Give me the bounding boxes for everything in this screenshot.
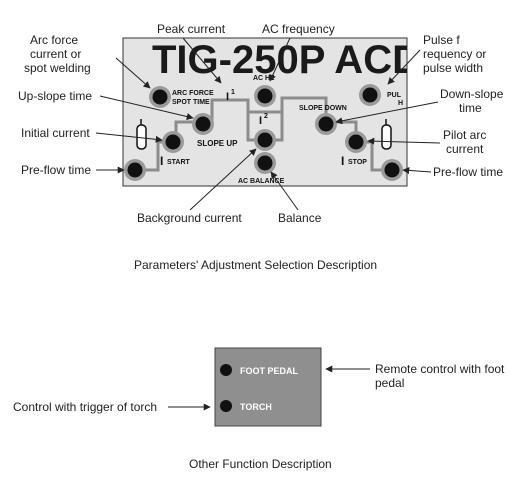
i2-panel-sup: 2 [264, 113, 268, 120]
istart-panel-label: I [160, 154, 163, 168]
istop-panel-sub: STOP [348, 159, 367, 166]
callout-initial-current: Initial current [21, 126, 90, 140]
background-current-knob[interactable] [254, 129, 276, 151]
ac-hz-panel-label: AC HZ [253, 75, 275, 82]
callout-pre-flow-right: Pre-flow time [433, 165, 503, 179]
i1-panel-label: I [226, 91, 229, 103]
callout-down-slope-2: time [459, 101, 482, 115]
istop-panel-label: I [341, 154, 344, 168]
up-slope-knob[interactable] [162, 131, 184, 153]
caption-parameters: Parameters' Adjustment Selection Descrip… [134, 258, 377, 272]
callout-arrows [95, 37, 441, 211]
model-name: TIG-250P ACDC [152, 38, 450, 82]
callout-peak-current: Peak current [157, 22, 226, 36]
pulse-knob[interactable] [359, 84, 381, 106]
torch-left-icon [136, 119, 147, 150]
pulse-panel-label-2: H [398, 100, 403, 107]
caption-other: Other Function Description [189, 457, 332, 471]
torch-knob[interactable] [220, 400, 232, 412]
callout-pre-flow-left: Pre-flow time [21, 163, 91, 177]
slope-down-panel-label: SLOPE DOWN [299, 105, 347, 112]
i2-panel-label: I [259, 115, 262, 127]
torch-right-icon [381, 119, 392, 150]
torch-label: TORCH [240, 402, 272, 412]
down-slope-knob[interactable] [315, 113, 337, 135]
callout-ac-frequency: AC frequency [262, 22, 335, 36]
i1-panel-sup: 1 [231, 89, 235, 96]
callout-background-current: Background current [137, 211, 242, 225]
callout-up-slope: Up-slope time [18, 89, 92, 103]
callout-remote-2: pedal [375, 376, 404, 390]
ac-balance-knob[interactable] [254, 152, 276, 174]
callout-pulse-3: pulse width [423, 61, 483, 75]
pre-flow-right-knob[interactable] [381, 159, 403, 181]
callout-remote-1: Remote control with foot [375, 362, 505, 376]
pre-flow-left-knob[interactable] [124, 159, 146, 181]
other-arrows [168, 365, 370, 411]
callout-arc-force-1: Arc force [30, 33, 78, 47]
pilot-arc-knob[interactable] [345, 131, 367, 153]
ac-balance-panel-label: AC BALANCE [238, 178, 285, 185]
pulse-panel-label: PUL [387, 92, 402, 99]
callout-balance: Balance [278, 211, 322, 225]
spot-time-panel-label: SPOT TIME [172, 99, 210, 106]
foot-pedal-knob[interactable] [220, 364, 232, 376]
peak-current-knob[interactable] [192, 113, 214, 135]
control-panel: TIG-250P ACDC [122, 37, 450, 187]
istart-panel-sub: START [167, 159, 191, 166]
callout-arc-force-3: spot welding [24, 61, 91, 75]
callout-pulse-2: requency or [423, 47, 486, 61]
arc-force-knob[interactable] [149, 86, 171, 108]
other-panel-background [214, 347, 322, 427]
callout-pilot-arc-2: current [446, 142, 484, 156]
other-function-panel: FOOT PEDAL TORCH [214, 347, 322, 427]
ac-frequency-knob[interactable] [254, 85, 276, 107]
callout-down-slope-1: Down-slope [440, 87, 504, 101]
callout-pilot-arc-1: Pilot arc [443, 128, 486, 142]
callout-trigger: Control with trigger of torch [13, 400, 157, 414]
callout-pulse-1: Pulse f [423, 33, 460, 47]
arc-force-panel-label: ARC FORCE [172, 90, 214, 97]
callout-arc-force-2: current or [30, 47, 81, 61]
foot-pedal-label: FOOT PEDAL [240, 366, 299, 376]
slope-up-panel-label: SLOPE UP [197, 139, 238, 148]
